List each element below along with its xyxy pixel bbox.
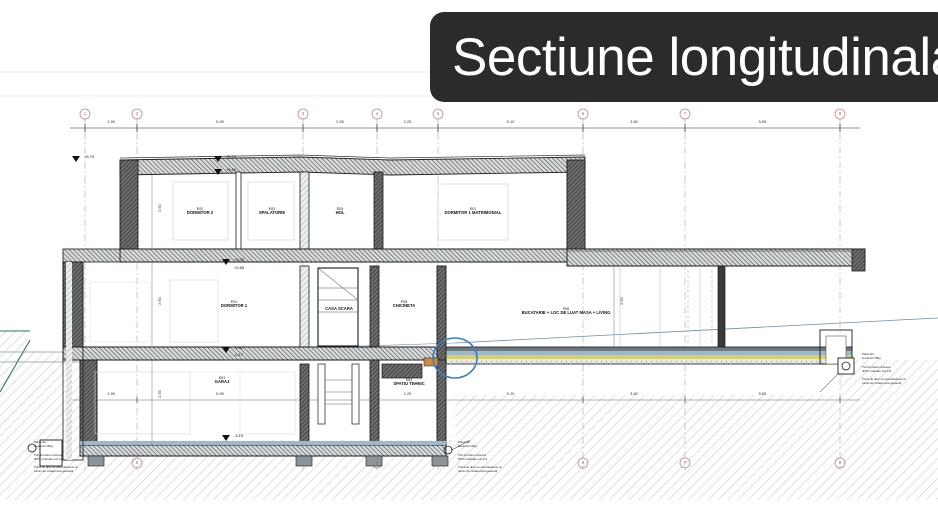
grid-number-top-3: 3 — [301, 110, 305, 116]
elevation-mark-2: +6.50 — [226, 167, 237, 172]
vertical-dimension-lines — [151, 175, 615, 445]
dimension-top-6: 5.55 — [758, 119, 767, 124]
grid-number-top-7: 7 — [683, 110, 687, 116]
elevation-mark-0: +6.70 — [84, 154, 95, 159]
section-title-text: Sectiune longitudinala — [452, 27, 938, 87]
ground-floor — [62, 261, 853, 365]
grid-number-top-8: 8 — [838, 110, 842, 116]
terrain-hatch — [0, 330, 938, 500]
vertical-dimension-0: 2.60 — [157, 204, 162, 212]
grid-number-bottom-7: 7 — [683, 459, 687, 465]
elevation-mark-3: +3.00 — [234, 257, 245, 262]
vertical-dimension-1: 2.60 — [157, 297, 162, 305]
dimension-top-2: 2.55 — [336, 119, 344, 124]
grid-number-bottom-4: 4 — [375, 459, 379, 465]
grid-number-bottom-2: 2 — [135, 459, 139, 465]
dimension-top-4: 5.10 — [506, 119, 515, 124]
left-retaining-wall — [27, 261, 84, 467]
vertical-dimension-3: 2.60 — [619, 297, 624, 305]
dimension-top-1: 5.95 — [216, 119, 224, 124]
upper-floor — [62, 159, 866, 272]
grid-number-bottom-8: 8 — [838, 459, 842, 465]
grid-number-top-1: 1 — [83, 110, 87, 116]
grid-number-top-2: 2 — [135, 110, 139, 116]
right-drain-detail — [819, 357, 855, 393]
dimension-bottom-1: 5.95 — [216, 391, 224, 396]
elevation-mark-4: +2.85 — [234, 265, 245, 270]
grid-number-top-5: 5 — [436, 110, 440, 116]
grid-number-bottom-6: 6 — [581, 459, 585, 465]
dimension-top-3: 2.25 — [403, 119, 412, 124]
dimension-bottom-4: 3.60 — [630, 391, 638, 396]
elevation-mark-7: -3.15 — [234, 433, 244, 438]
room-label-casa-scara: CASA SCARA — [325, 306, 353, 311]
dimension-bottom-3: 5.10 — [506, 391, 515, 396]
basement-floor — [79, 357, 449, 467]
elevation-mark-6: -0.17 — [234, 352, 244, 357]
elevation-markers — [72, 156, 230, 441]
dimension-top-0: 1.95 — [107, 119, 115, 124]
vertical-dimension-2: 2.55 — [157, 390, 162, 398]
title-overlay-banner: Sectiune longitudinala — [430, 12, 938, 102]
grid-number-top-6: 6 — [581, 110, 585, 116]
top-dimension-line — [70, 124, 860, 132]
dimension-bottom-5: 5.55 — [758, 391, 767, 396]
highlight-ellipse — [432, 337, 478, 379]
elevation-mark-1: +6.70 — [226, 154, 237, 159]
dimension-bottom-2: 2.25 — [403, 391, 412, 396]
grid-bubbles-top — [79, 108, 846, 120]
dimension-top-5: 3.60 — [630, 119, 638, 124]
center-drain-detail — [443, 439, 471, 455]
grid-number-top-4: 4 — [375, 110, 379, 116]
elevation-mark-5: -0.02 — [234, 345, 244, 350]
dimension-bottom-0: 1.95 — [107, 391, 115, 396]
